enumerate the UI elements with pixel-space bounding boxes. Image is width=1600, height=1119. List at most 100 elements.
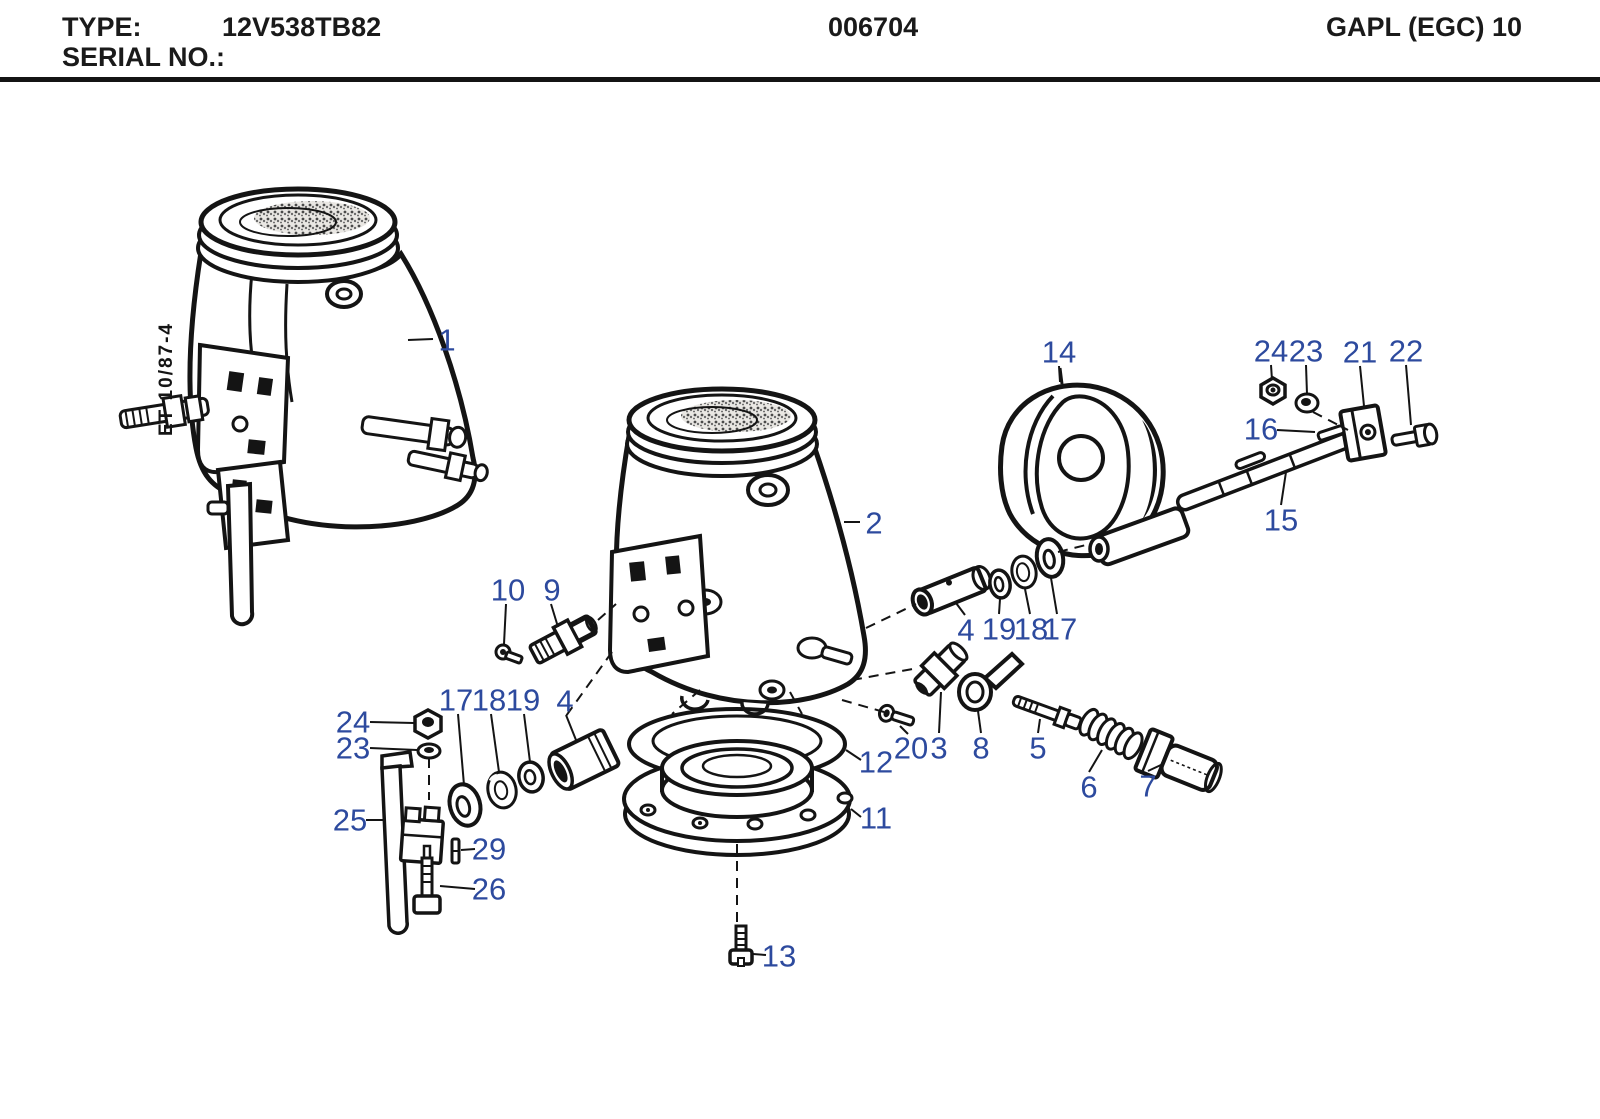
callout-25: 25	[333, 803, 367, 838]
callout-leader-13	[752, 953, 767, 956]
bushing-4-right	[910, 564, 992, 617]
nut-24-top	[1259, 375, 1287, 407]
washer-17-right	[1034, 537, 1066, 579]
callout-6: 6	[1080, 770, 1097, 805]
callout-24: 24	[336, 705, 370, 740]
serial-label: SERIAL NO.:	[62, 42, 226, 72]
doc-number: 006704	[828, 12, 919, 42]
callout-13: 13	[762, 939, 796, 974]
callout-leader-20	[899, 725, 909, 735]
callout-26: 26	[472, 872, 506, 907]
callout-leader-10	[503, 603, 507, 645]
callout-20: 20	[894, 731, 928, 766]
callout-leader-9	[550, 603, 559, 628]
housing-1-right-stud-lower	[406, 449, 489, 483]
callout-leader-11	[850, 808, 862, 818]
callout-leader-26	[439, 885, 476, 890]
stud-5	[1011, 694, 1083, 731]
callout-12: 12	[859, 745, 893, 780]
sleeve-4-left	[547, 728, 621, 791]
header-divider	[0, 77, 1600, 82]
alignment-dashes	[428, 411, 1349, 922]
header-left: TYPE:12V538TB82 SERIAL NO.:	[62, 12, 381, 72]
callout-21: 21	[1343, 335, 1377, 370]
callout-leader-6	[1088, 749, 1103, 773]
rod-end-21	[1338, 403, 1388, 463]
ring-18-right	[1010, 554, 1038, 590]
callout-18: 18	[472, 683, 506, 718]
callout-leader-16	[1276, 429, 1316, 433]
housing-1-mounting-plate	[195, 342, 291, 475]
section-code: GAPL (EGC) 10	[1326, 12, 1523, 42]
fitting-9	[528, 614, 598, 665]
callout-10: 10	[491, 573, 525, 608]
callout-17: 17	[1043, 612, 1077, 647]
bolt-26	[412, 844, 442, 915]
callout-leader-23	[1305, 364, 1308, 395]
housing-2	[607, 386, 868, 716]
bolt-22	[1390, 422, 1439, 448]
bracket-25	[380, 750, 445, 935]
nut-24-left	[413, 708, 443, 740]
callout-leader-1	[407, 338, 434, 341]
callout-18: 18	[1014, 612, 1048, 647]
callout-7: 7	[1139, 769, 1156, 804]
nipple-3	[913, 641, 969, 697]
spring-6	[1078, 707, 1144, 761]
callout-9: 9	[543, 573, 560, 608]
ring-18-left	[486, 770, 518, 810]
callout-29: 29	[472, 832, 506, 867]
callout-5: 5	[1029, 731, 1046, 766]
housing-1-right-stud-upper	[360, 415, 468, 453]
callout-17: 17	[439, 683, 473, 718]
washer-23-top	[1294, 392, 1320, 414]
callout-16: 16	[1244, 412, 1278, 447]
washer-17-left	[447, 782, 483, 828]
callout-leader-24	[369, 721, 415, 724]
callout-leader-18	[1024, 588, 1031, 615]
pin-29	[450, 837, 461, 865]
callout-leader-29	[460, 848, 476, 851]
callout-4: 4	[556, 684, 573, 719]
housing-1-bracket	[206, 459, 291, 627]
callout-leader-5	[1037, 718, 1041, 734]
callout-leader-4	[955, 602, 966, 616]
housing-1-left-stud	[118, 393, 210, 430]
callout-11: 11	[860, 801, 892, 836]
callout-leader-14	[1058, 365, 1061, 383]
screw-13	[728, 924, 754, 967]
callout-leader-15	[1280, 471, 1287, 506]
callout-leader-4	[565, 714, 577, 741]
callout-8: 8	[972, 731, 989, 766]
callout-3: 3	[930, 731, 947, 766]
callout-19: 19	[506, 683, 540, 718]
flange-11	[622, 739, 854, 857]
callout-23: 23	[1289, 334, 1323, 369]
callout-leader-17	[457, 713, 465, 786]
callout-19: 19	[982, 612, 1016, 647]
callout-15: 15	[1264, 503, 1298, 538]
type-label: TYPE:	[62, 12, 142, 42]
housing-1-assembly: ET 10/87-4	[118, 186, 489, 627]
housing-2-mounting-pad	[607, 533, 711, 675]
callout-leader-19	[998, 598, 1001, 615]
callout-leader-21	[1359, 365, 1365, 407]
callout-leader-3	[938, 691, 942, 734]
screw-20	[877, 703, 916, 727]
callout-leader-7	[1147, 763, 1164, 772]
callout-leader-22	[1405, 364, 1412, 426]
washer-23-left	[416, 742, 442, 760]
callout-leader-18	[490, 713, 500, 773]
callout-leader-24	[1270, 364, 1273, 381]
callout-leader-23	[369, 747, 418, 751]
fitting-10	[494, 643, 524, 665]
callout-4: 4	[957, 613, 974, 648]
callout-1: 1	[438, 323, 455, 358]
callout-leader-19	[523, 713, 531, 763]
callout-2: 2	[865, 506, 882, 541]
cover-14	[998, 367, 1191, 567]
callout-24: 24	[1254, 334, 1288, 369]
